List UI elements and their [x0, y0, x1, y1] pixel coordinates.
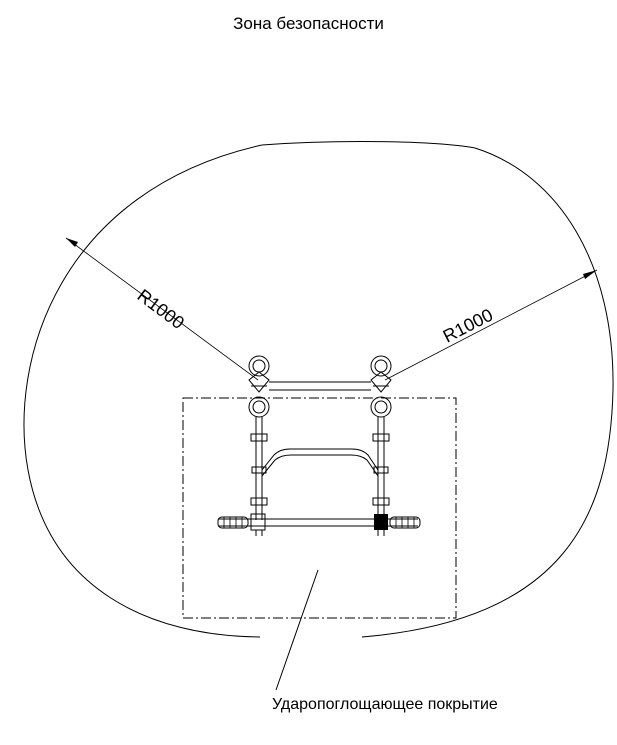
equipment-top-view [217, 355, 421, 536]
safety-zone-boundary [23, 141, 614, 638]
callout-leader [275, 569, 319, 691]
impact-surface-area [182, 397, 457, 619]
right-radius-dimension: R1000 [384, 269, 598, 381]
left-radius-label: R1000 [134, 285, 188, 333]
diagram-title: Зона безопасности [233, 14, 384, 33]
callout-label: Ударопоглощающее покрытие [272, 696, 498, 713]
right-radius-label: R1000 [440, 305, 496, 347]
left-radius-dimension: R1000 [65, 237, 259, 381]
